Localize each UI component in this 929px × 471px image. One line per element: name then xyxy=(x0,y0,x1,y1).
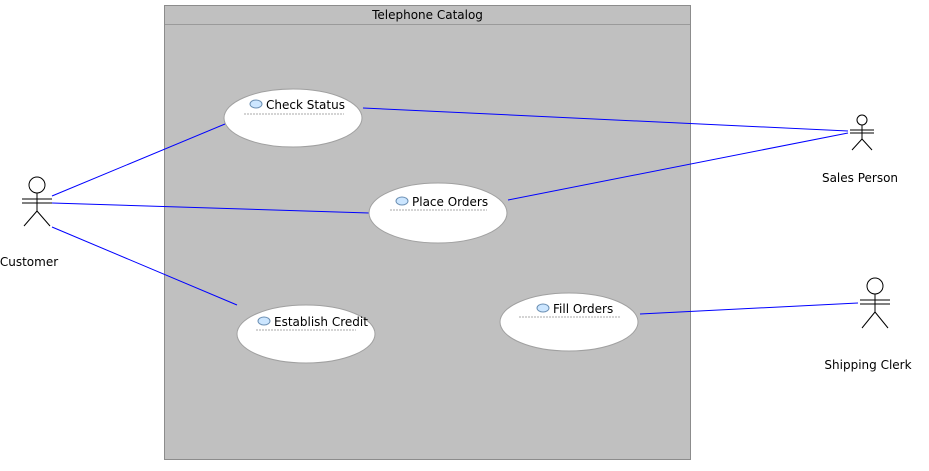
use-case-establish-credit[interactable]: Establish Credit xyxy=(236,304,376,364)
use-case-icon xyxy=(257,316,271,326)
actor-right-leg xyxy=(36,210,51,227)
association-customer-place-orders[interactable] xyxy=(51,202,370,214)
use-case-icon xyxy=(395,196,409,206)
use-case-label-fill-orders: Fill Orders xyxy=(553,302,613,316)
use-case-label-establish-credit: Establish Credit xyxy=(274,315,368,329)
association-customer-check-status[interactable] xyxy=(51,123,226,197)
actor-label-shipping-clerk: Shipping Clerk xyxy=(824,358,911,372)
actor-label-customer: Customer xyxy=(0,255,58,269)
association-customer-establish-credit[interactable] xyxy=(51,226,238,306)
association-sales-person-place-orders[interactable] xyxy=(507,132,849,201)
actor-left-leg xyxy=(23,210,38,227)
use-case-place-orders[interactable]: Place Orders xyxy=(368,182,508,244)
actor-sales-person[interactable]: Sales Person xyxy=(822,114,898,185)
use-case-check-status[interactable]: Check Status xyxy=(223,88,363,148)
actor-right-leg xyxy=(861,138,873,151)
use-case-icon xyxy=(536,303,550,313)
use-case-fill-orders[interactable]: Fill Orders xyxy=(499,292,639,352)
actor-left-leg xyxy=(861,311,876,329)
actor-right-leg xyxy=(874,311,889,329)
actor-head xyxy=(866,277,884,295)
actor-head xyxy=(28,176,46,194)
actor-left-leg xyxy=(851,138,863,151)
use-case-label-check-status: Check Status xyxy=(266,98,345,112)
association-sales-person-check-status[interactable] xyxy=(362,107,849,132)
system-title: Telephone Catalog xyxy=(165,6,690,25)
association-shipping-clerk-fill-orders[interactable] xyxy=(639,302,859,315)
actor-customer[interactable]: Customer xyxy=(0,176,58,269)
actor-shipping-clerk[interactable]: Shipping Clerk xyxy=(824,277,912,372)
use-case-icon xyxy=(249,99,263,109)
use-case-label-place-orders: Place Orders xyxy=(412,195,488,209)
actor-label-sales-person: Sales Person xyxy=(822,171,898,185)
actor-head xyxy=(856,114,868,126)
